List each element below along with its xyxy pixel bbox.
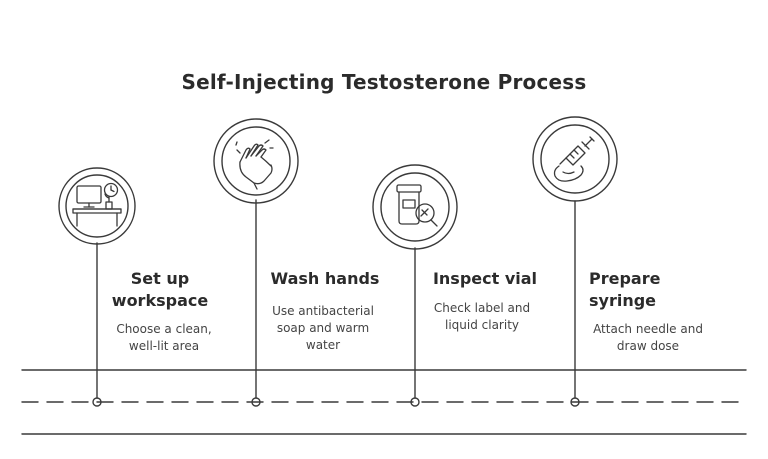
step-3-desc-line-1: Check label and [433,301,531,315]
step-3-description: Check label and liquid clarity [407,300,557,334]
diagram-title: Self-Injecting Testosterone Process [181,70,587,94]
step-2-title: Wash hands [250,268,400,290]
step-4-description: Attach needle and draw dose [573,321,723,355]
step-3-node [410,397,420,407]
step-3-title-line-1: Inspect vial [432,269,538,288]
syringe-icon [553,136,595,182]
step-1-title-line-1: Set up [130,269,190,288]
step-4-node [570,397,580,407]
step-4-title: Prepare syringe [589,268,719,312]
step-2-description: Use antibacterial soap and warm water [248,303,398,354]
step-1-description: Choose a clean, well-lit area [89,321,239,355]
step-1-icon-ring [58,167,136,245]
step-4-icon-circle [540,124,610,194]
step-2-marker [213,118,299,407]
step-1-icon-circle [65,174,129,238]
step-2-title-line-1: Wash hands [270,269,380,288]
step-4-marker [532,116,618,407]
desk-workspace-icon [72,182,122,227]
step-2-desc-line-1: Use antibacterial [272,304,374,318]
step-3-icon-ring [372,164,458,250]
step-1-title-line-2: workspace [111,291,209,310]
step-1-marker [58,167,136,407]
step-1-desc-line-2: well-lit area [128,339,200,353]
step-2-desc-line-2: soap and warm [276,321,370,335]
step-4-title-line-2: syringe [589,291,657,310]
step-4-desc-line-1: Attach needle and [593,322,703,336]
step-3-title: Inspect vial [410,268,560,290]
step-1-desc-line-1: Choose a clean, [116,322,212,336]
hand-washing-icon [235,139,274,190]
step-4-desc-line-2: draw dose [616,339,680,353]
step-2-desc-line-3: water [305,338,341,352]
step-2-icon-ring [213,118,299,204]
step-1-node [92,397,102,407]
step-4-icon-ring [532,116,618,202]
step-2-icon-circle [221,126,291,196]
step-3-marker [372,164,458,407]
vial-inspection-icon [396,184,438,227]
step-2-node [251,397,261,407]
step-3-desc-line-2: liquid clarity [444,318,519,332]
step-4-title-line-1: Prepare [589,269,661,288]
step-1-title: Set up workspace [85,268,235,312]
step-3-icon-circle [380,172,450,242]
